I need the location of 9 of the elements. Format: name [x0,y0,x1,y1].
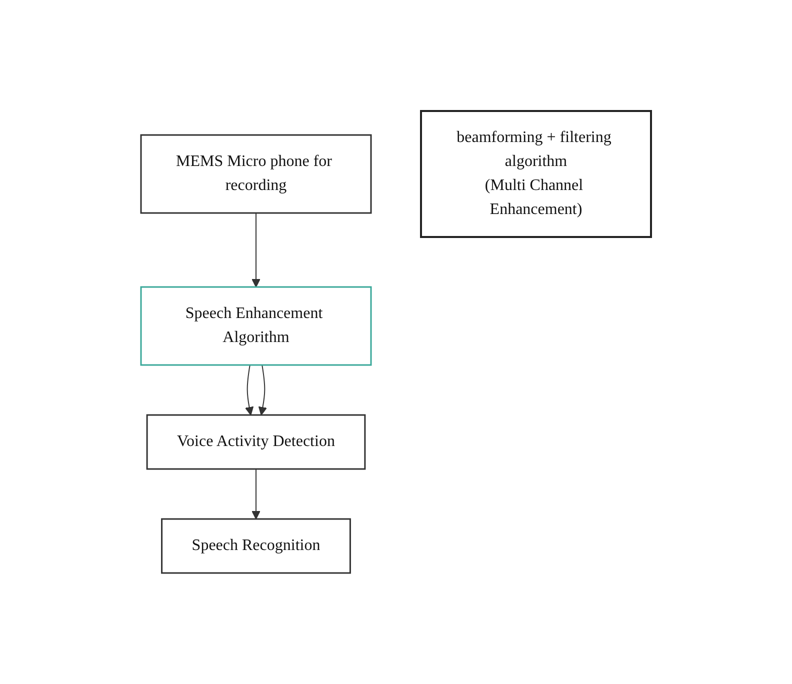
node-box: beamforming + filtering algorithm (Multi Channel Enhancement) [420,110,652,238]
node-box: Speech Enhancement Algorithm [140,286,372,366]
arrow [244,364,254,416]
arrow [252,212,260,288]
node-box: MEMS Micro phone for recording [140,134,372,214]
arrow [252,468,260,520]
arrow [258,364,268,416]
node-box: Speech Recognition [161,518,351,574]
node-box: Voice Activity Detection [146,414,366,470]
